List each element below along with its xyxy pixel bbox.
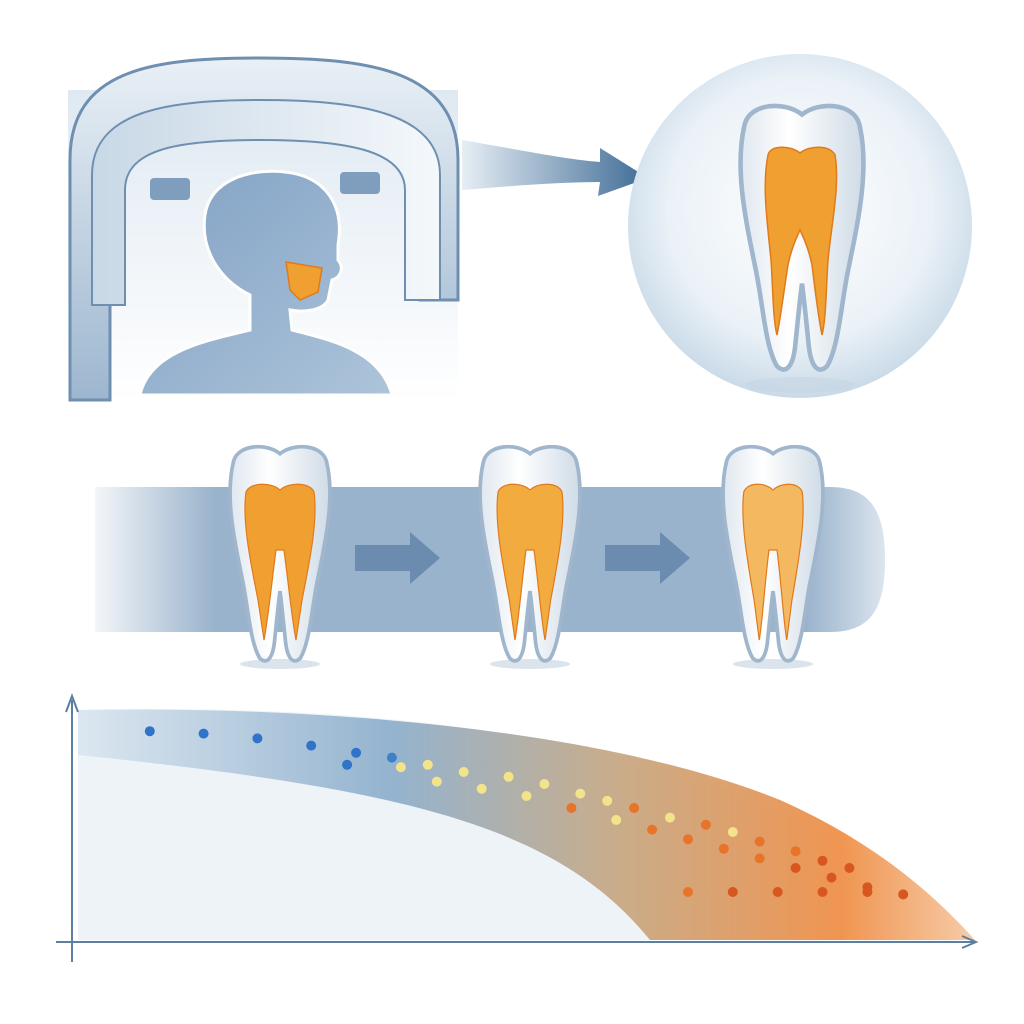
- data-point: [476, 783, 487, 794]
- data-point: [611, 815, 622, 825]
- data-point: [629, 803, 640, 813]
- data-point: [665, 812, 675, 823]
- data-point: [817, 887, 828, 897]
- data-point: [772, 887, 783, 897]
- arrow-right-icon: [462, 140, 648, 196]
- data-point: [790, 863, 801, 873]
- data-point: [575, 788, 586, 799]
- data-point: [342, 759, 353, 770]
- data-point: [351, 747, 362, 758]
- data-point: [252, 733, 263, 744]
- data-point: [422, 759, 433, 770]
- tooth-icon: [741, 106, 864, 370]
- data-point: [754, 836, 765, 847]
- x-axis-arrowhead: [961, 935, 979, 949]
- arrow-right-icon: [605, 532, 690, 584]
- data-point: [198, 728, 209, 739]
- data-point: [503, 771, 514, 782]
- arrow-right-icon: [355, 532, 440, 584]
- data-point: [458, 767, 469, 777]
- data-point: [826, 872, 837, 883]
- pulp-chamber: [496, 483, 564, 641]
- data-point: [306, 740, 317, 751]
- tooth-icon: [721, 444, 825, 663]
- pulp-change-sequence: [95, 444, 885, 669]
- data-point: [386, 752, 397, 763]
- data-point: [144, 726, 155, 737]
- jaw-highlight-icon: [285, 261, 323, 301]
- data-point: [727, 887, 738, 897]
- data-point: [898, 889, 909, 900]
- data-point: [647, 824, 658, 835]
- data-point: [844, 863, 855, 873]
- data-point: [602, 795, 613, 806]
- y-axis-arrowhead: [65, 693, 79, 713]
- data-point: [566, 803, 577, 813]
- data-point: [754, 853, 765, 864]
- data-point: [817, 855, 828, 866]
- magnified-tooth-view: [628, 54, 972, 398]
- data-point: [718, 843, 729, 854]
- chart: [56, 693, 979, 962]
- tooth-icon: [228, 444, 332, 663]
- data-point: [862, 887, 873, 897]
- data-point: [521, 791, 532, 801]
- data-point: [700, 819, 711, 830]
- patient-head-icon: [138, 169, 394, 397]
- data-point: [431, 776, 442, 787]
- pulp-chamber: [742, 483, 804, 641]
- data-point: [395, 762, 406, 773]
- data-point: [683, 834, 693, 845]
- tooth-icon: [478, 444, 582, 663]
- data-point: [683, 887, 693, 897]
- pulp-chamber: [244, 483, 316, 641]
- data-point: [790, 846, 801, 857]
- data-point: [727, 827, 738, 837]
- data-point: [539, 779, 550, 789]
